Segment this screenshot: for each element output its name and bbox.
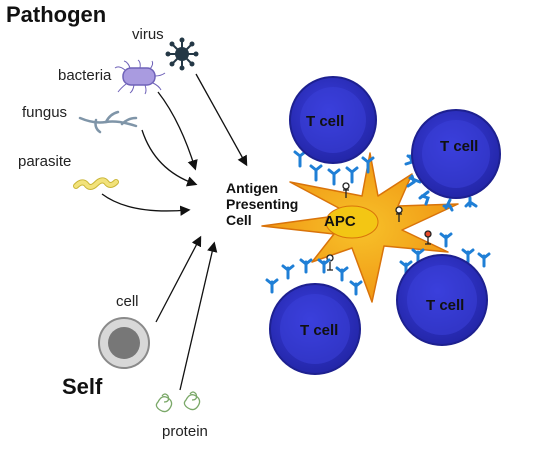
- self-cell-label: cell: [116, 293, 139, 310]
- apc-core: [325, 205, 379, 239]
- apc-caption: Antigen Presenting Cell: [226, 180, 302, 228]
- protein-label: protein: [162, 423, 208, 440]
- receptors: [399, 232, 491, 276]
- t-cell-label: T cell: [300, 322, 338, 339]
- arrow-parasite: [101, 193, 191, 216]
- apc-caption-line-3: Cell: [226, 212, 252, 228]
- arrow-cell: [155, 235, 202, 323]
- parasite-icon: [73, 177, 119, 190]
- bacteria-label: bacteria: [58, 67, 112, 84]
- t-cell-bottom-right: T cell: [396, 232, 491, 346]
- t-cell-label: T cell: [426, 297, 464, 314]
- fungus-icon: [78, 110, 138, 134]
- mhc-molecules: [326, 182, 432, 271]
- parasite-label: parasite: [18, 153, 71, 170]
- virus-icon: [165, 37, 199, 71]
- pathogen-heading: Pathogen: [6, 2, 106, 27]
- apc-cell: APC: [261, 152, 459, 303]
- arrow-virus: [195, 73, 248, 167]
- arrows: [101, 73, 248, 391]
- virus-label: virus: [132, 26, 164, 43]
- apc-caption-line-2: Presenting: [226, 196, 298, 212]
- fungus-label: fungus: [22, 104, 67, 121]
- bacteria-icon: [114, 59, 166, 95]
- apc-caption-line-1: Antigen: [226, 180, 278, 196]
- t-cell-top-right: T cell: [404, 109, 501, 212]
- self-cell-icon: [98, 317, 150, 369]
- protein-icon: [155, 391, 201, 413]
- t-cell-label: T cell: [306, 113, 344, 130]
- apc-label: APC: [324, 213, 356, 230]
- receptors: [293, 150, 375, 186]
- arrow-fungus: [141, 129, 198, 187]
- receptors: [265, 258, 363, 296]
- arrow-protein: [179, 241, 218, 391]
- t-cell-label: T cell: [440, 138, 478, 155]
- t-cell-top-left: T cell: [289, 76, 377, 186]
- arrow-bacteria: [157, 91, 198, 171]
- self-heading: Self: [62, 374, 103, 399]
- t-cell-bottom-left: T cell: [265, 258, 363, 375]
